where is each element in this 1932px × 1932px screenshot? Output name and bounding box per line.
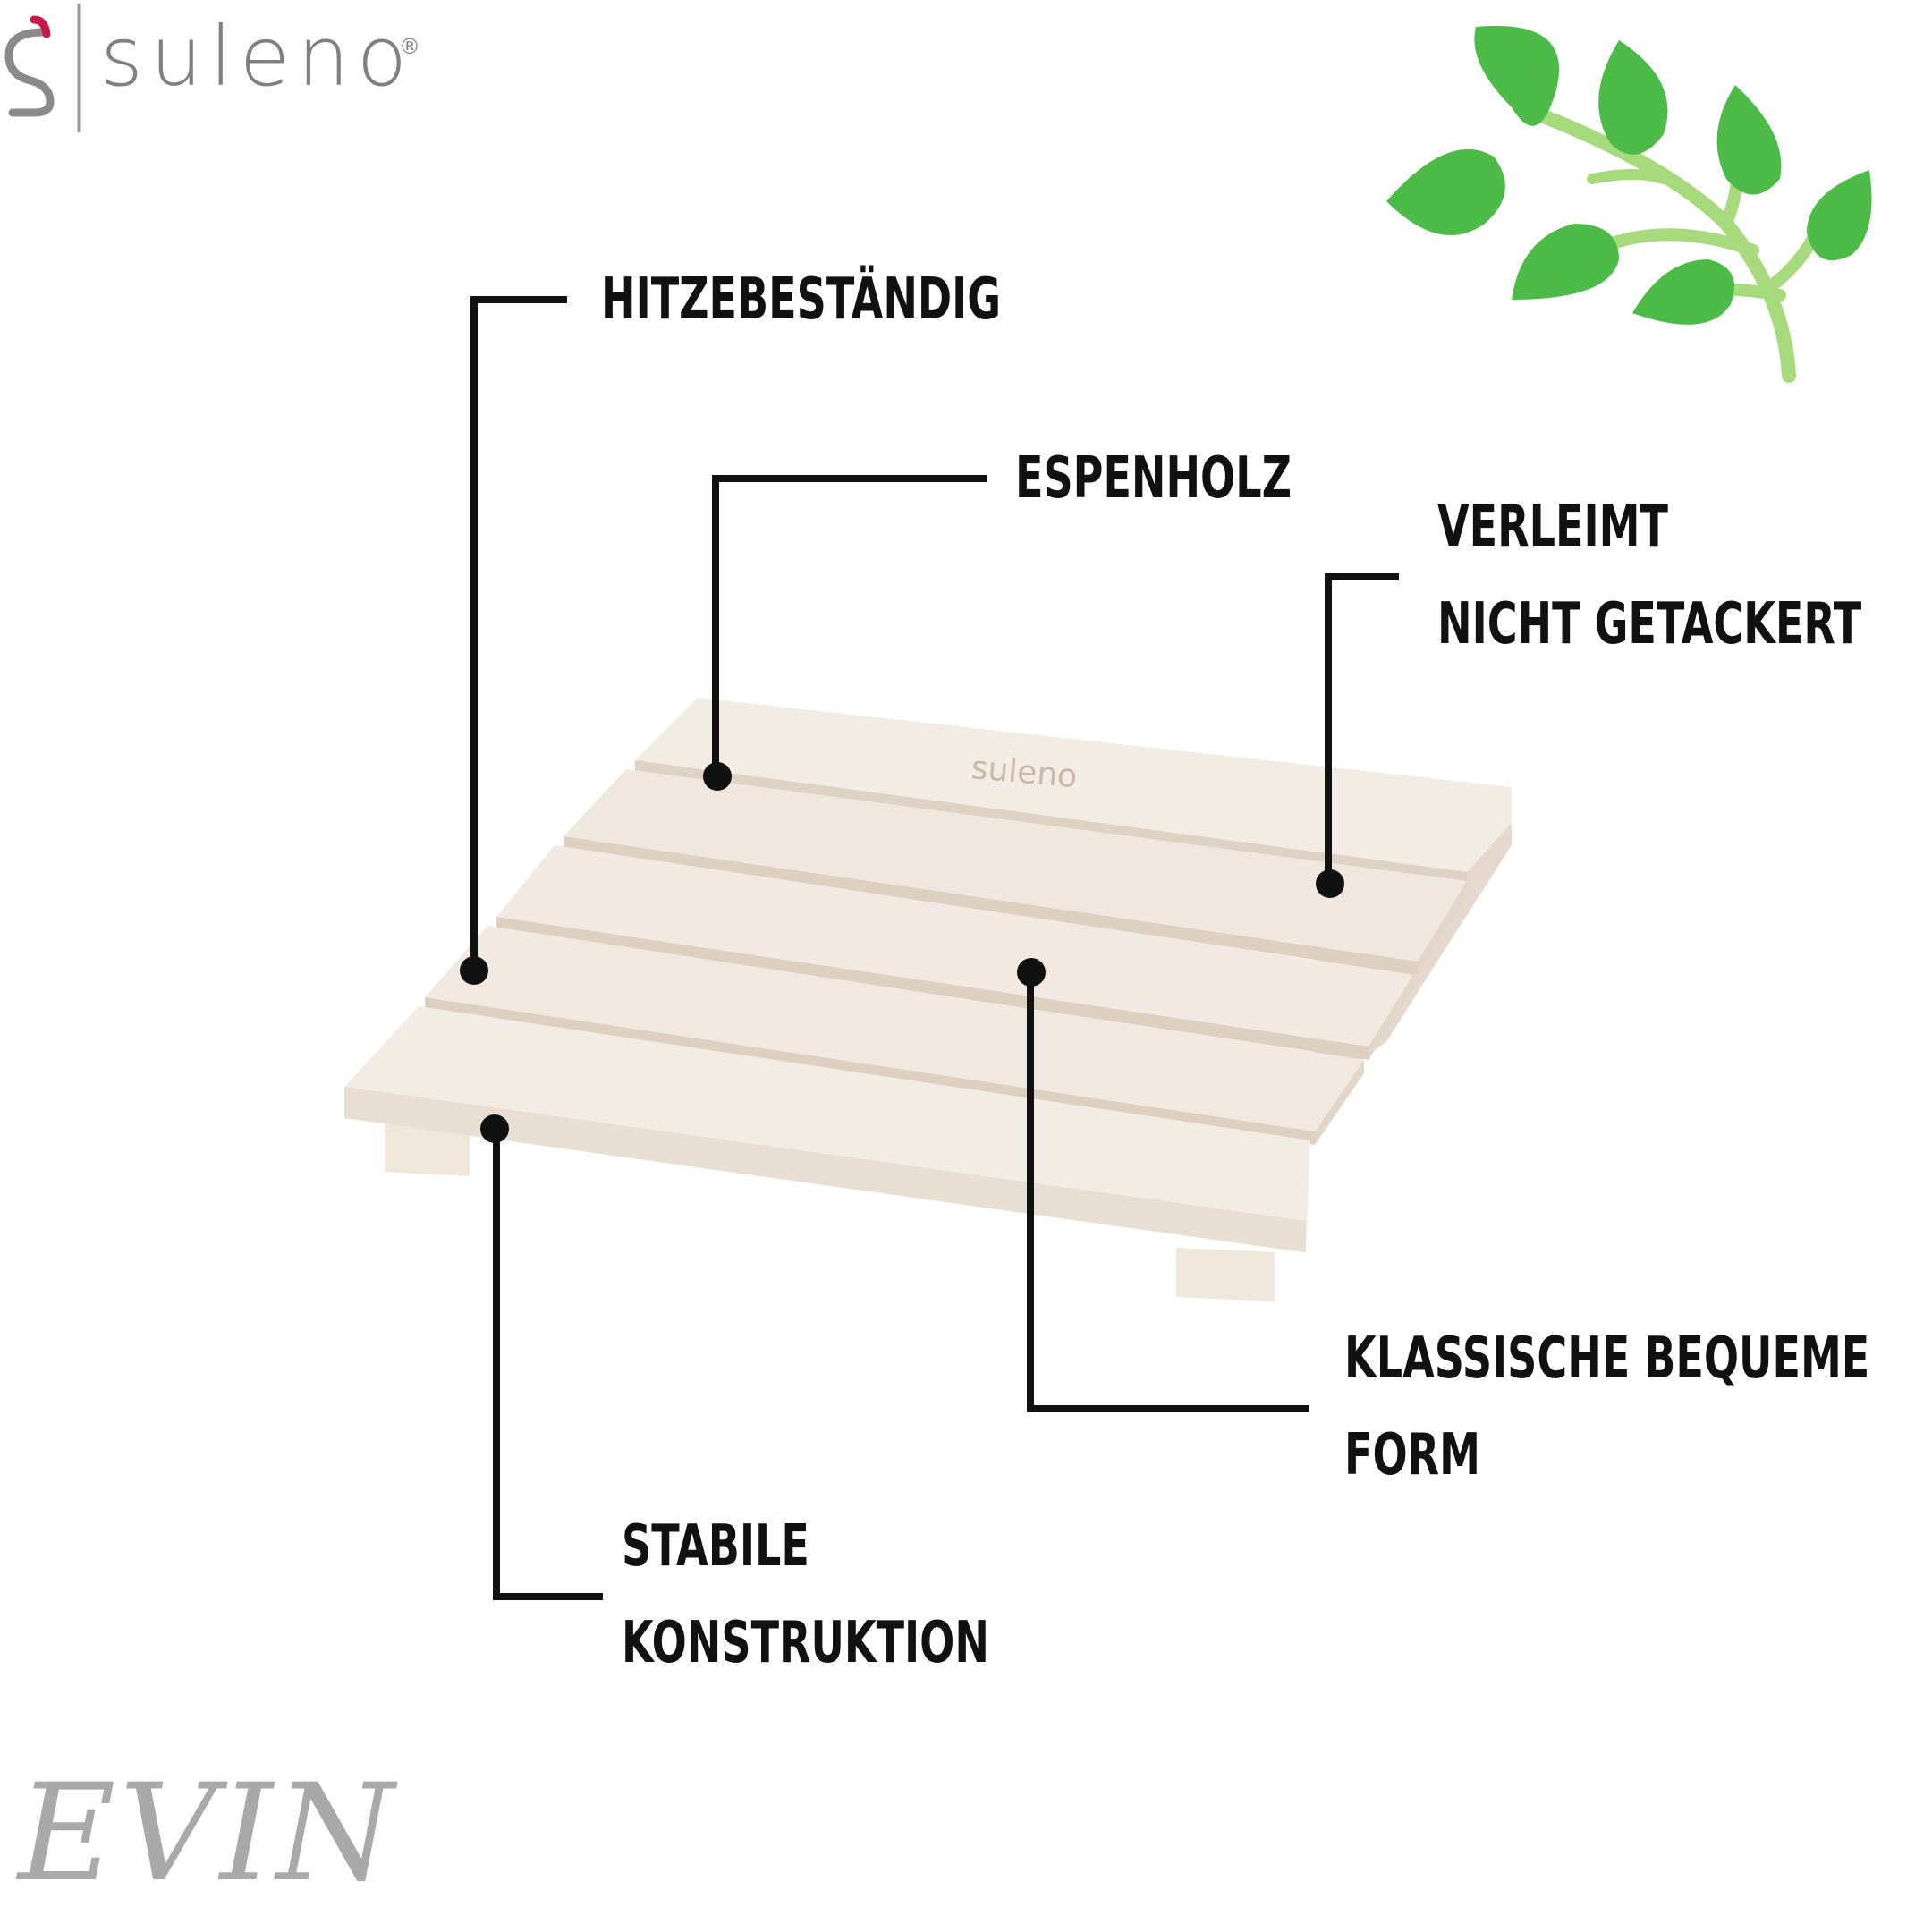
callout-dot-classic-form	[1017, 958, 1046, 987]
green-leaf-branch-icon	[1386, 25, 1872, 383]
callout-stable-line2: KONSTRUKTION	[622, 1610, 989, 1676]
callout-stable-line1: STABILE	[622, 1513, 809, 1580]
suleno-logo-icon	[4, 4, 80, 132]
callout-glued-line1: VERLEIMT	[1437, 494, 1668, 560]
callout-line-stable	[493, 1123, 603, 1600]
callout-line-heat-resistant	[470, 296, 567, 970]
wooden-headrest-image: suleno	[344, 698, 1512, 1301]
registered-mark: ®	[399, 34, 420, 59]
brand-name: suleno	[100, 9, 414, 105]
callout-lines	[470, 296, 1399, 1600]
callout-aspen-wood: ESPENHOLZ	[1015, 445, 1292, 512]
callout-dot-stable	[480, 1114, 509, 1143]
callout-dot-aspen-wood	[703, 762, 732, 791]
product-line-logo: EVIN	[18, 1756, 398, 1911]
callout-heat-resistant: HITZEBESTÄNDIG	[601, 267, 1002, 333]
callout-dot-heat-resistant	[460, 956, 488, 985]
callout-classic-form-line2: FORM	[1344, 1422, 1480, 1488]
callout-line-aspen-wood	[712, 475, 987, 777]
callout-dot-glued	[1316, 869, 1344, 898]
callout-line-classic-form	[1027, 967, 1309, 1412]
callout-dots	[460, 762, 1344, 1143]
callout-classic-form-line1: KLASSISCHE BEQUEME	[1344, 1326, 1870, 1392]
callout-line-glued	[1325, 573, 1399, 885]
callout-glued-line2: NICHT GETACKERT	[1437, 591, 1862, 657]
